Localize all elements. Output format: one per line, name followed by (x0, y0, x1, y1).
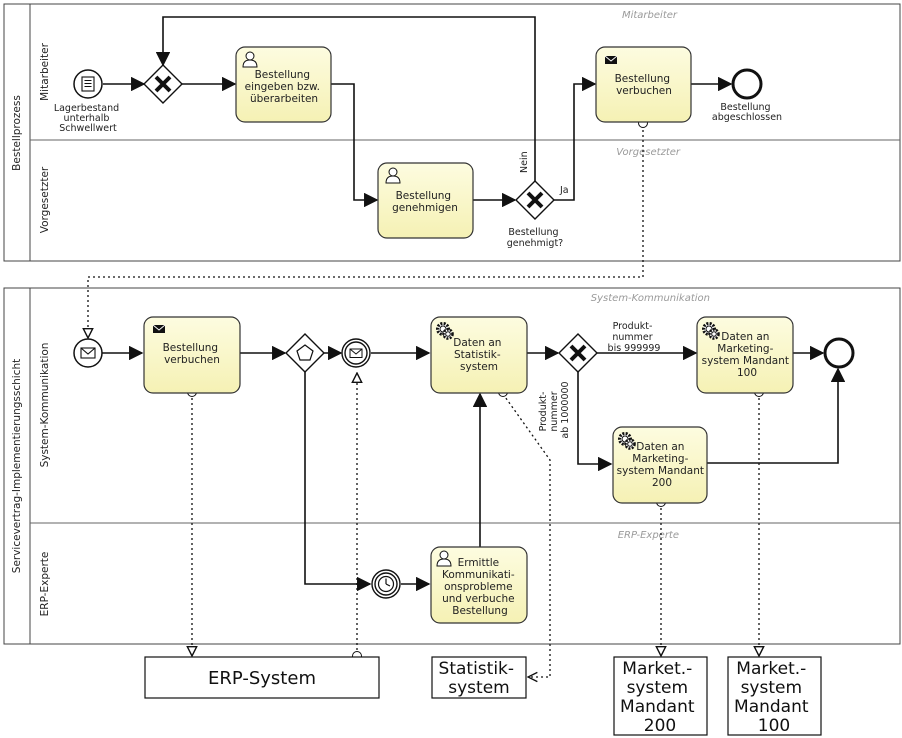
flow-label-ja: Ja (559, 185, 569, 196)
task-bestellung-genehmigen[interactable]: Bestellung genehmigen (377, 162, 474, 239)
gateway-genehmigt: Bestellung genehmigt? Nein Ja (507, 151, 569, 249)
system-statistik: Statistik- system (431, 656, 527, 699)
gateway-event-based (285, 333, 325, 373)
task-daten-statistik[interactable]: Daten an Statistik- system (430, 316, 528, 394)
lane-label-vorgesetzter: Vorgesetzter (39, 166, 51, 233)
pool-label-bestellprozess: Bestellprozess (11, 95, 23, 171)
gateway-genehmigt-label: Bestellung genehmigt? (507, 227, 563, 249)
start-event-label: Lagerbestand unterhalb Schwellwert (54, 103, 122, 134)
task-bestellung-verbuchen-system[interactable]: Bestellung verbuchen (143, 316, 241, 394)
gateway-produktnummer: Produkt- nummer bis 999999 Produkt- numm… (538, 321, 660, 439)
task-bestellung-verbuchen-top[interactable]: Bestellung verbuchen (595, 46, 692, 123)
task-label: Bestellung genehmigen (392, 190, 458, 214)
lane-watermark-erp-experte: ERP-Experte (618, 530, 679, 541)
lane-label-mitarbeiter: Mitarbeiter (39, 42, 51, 100)
sequence-flows-bottom (101, 345, 846, 592)
system-erp: ERP-System (144, 656, 380, 699)
message-intermediate-event (341, 338, 371, 368)
task-label: Daten an Statistik- system (453, 337, 505, 373)
gear-icon (618, 432, 636, 450)
end-event-abgeschlossen: Bestellung abgeschlossen (712, 68, 782, 123)
user-icon (242, 51, 258, 68)
system-mandant-200-label: Market.- system Mandant 200 (620, 659, 700, 736)
envelope-icon (152, 324, 166, 333)
pool-label-servicevertrag: Servicevertrag-Implementierungsschicht (11, 359, 23, 573)
system-mandant-100-label: Market.- system Mandant 100 (734, 659, 814, 736)
system-statistik-label: Statistik- system (439, 659, 520, 698)
task-daten-mandant-100[interactable]: Daten an Marketing- system Mandant 100 (696, 316, 794, 394)
lane-watermark-mitarbeiter: Mitarbeiter (622, 10, 678, 21)
task-label: Daten an Marketing- system Mandant 100 (702, 331, 793, 379)
system-market-mandant-200: Market.- system Mandant 200 (613, 656, 708, 736)
task-label: Bestellung verbuchen (615, 73, 674, 97)
message-flows (88, 125, 759, 677)
lane-watermark-system-kommunikation: System-Kommunikation (591, 293, 710, 304)
start-event-lagerbestand: Lagerbestand unterhalb Schwellwert (54, 69, 122, 134)
end-event-label: Bestellung abgeschlossen (712, 102, 782, 123)
flow-label-nein: Nein (519, 151, 530, 173)
gear-icon (436, 322, 454, 340)
task-label: Bestellung verbuchen (163, 342, 222, 366)
system-erp-label: ERP-System (208, 668, 316, 689)
gear-icon (702, 322, 720, 340)
message-start-event (73, 338, 103, 368)
flow-label-ab-1000000: Produkt- nummer ab 1000000 (538, 381, 571, 438)
task-label: Ermittle Kommunikati- onsprobleme und ve… (442, 557, 518, 617)
task-daten-mandant-200[interactable]: Daten an Marketing- system Mandant 200 (612, 426, 708, 504)
gateway-exclusive-merge (143, 64, 183, 104)
lane-label-system-kommunikation: System-Kommunikation (39, 343, 51, 468)
timer-intermediate-event (371, 569, 401, 599)
envelope-icon (604, 55, 618, 64)
lane-watermark-vorgesetzter: Vorgesetzter (616, 147, 681, 158)
system-market-mandant-100: Market.- system Mandant 100 (727, 656, 822, 736)
user-icon (385, 167, 401, 184)
user-icon (436, 550, 452, 567)
task-label: Bestellung eingeben bzw. überarbeiten (245, 69, 324, 105)
task-label: Daten an Marketing- system Mandant 200 (617, 441, 708, 489)
sequence-flows-top (103, 16, 733, 208)
task-ermittle-kommunikationsprobleme[interactable]: Ermittle Kommunikati- onsprobleme und ve… (430, 546, 528, 624)
lane-label-erp-experte: ERP-Experte (39, 552, 51, 617)
flow-label-bis-999999: Produkt- nummer bis 999999 (608, 321, 661, 354)
end-event-system (823, 337, 855, 369)
task-bestellung-eingeben[interactable]: Bestellung eingeben bzw. überarbeiten (235, 46, 332, 123)
